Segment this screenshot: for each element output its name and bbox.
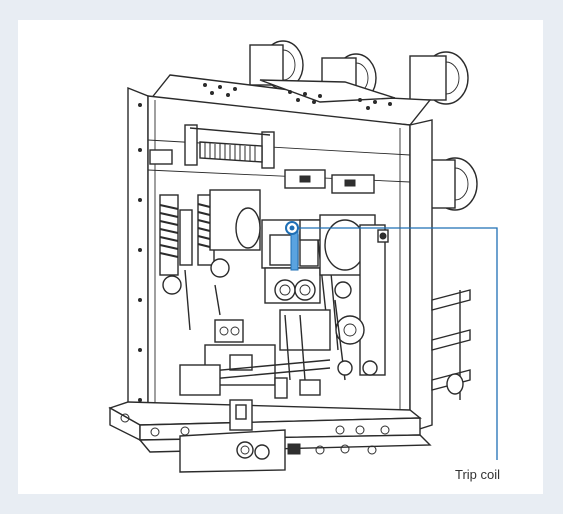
spring-mechanism bbox=[159, 189, 261, 331]
trip-coil-label: Trip coil bbox=[455, 467, 501, 482]
lower-interior bbox=[179, 319, 378, 399]
callout-leader-line bbox=[297, 227, 498, 460]
trip-coil bbox=[285, 221, 299, 271]
chassis-base bbox=[108, 399, 432, 473]
right-mechanism bbox=[319, 214, 389, 381]
top-cover bbox=[148, 74, 432, 126]
terminal-strip bbox=[149, 124, 375, 194]
side-rails bbox=[431, 289, 471, 400]
